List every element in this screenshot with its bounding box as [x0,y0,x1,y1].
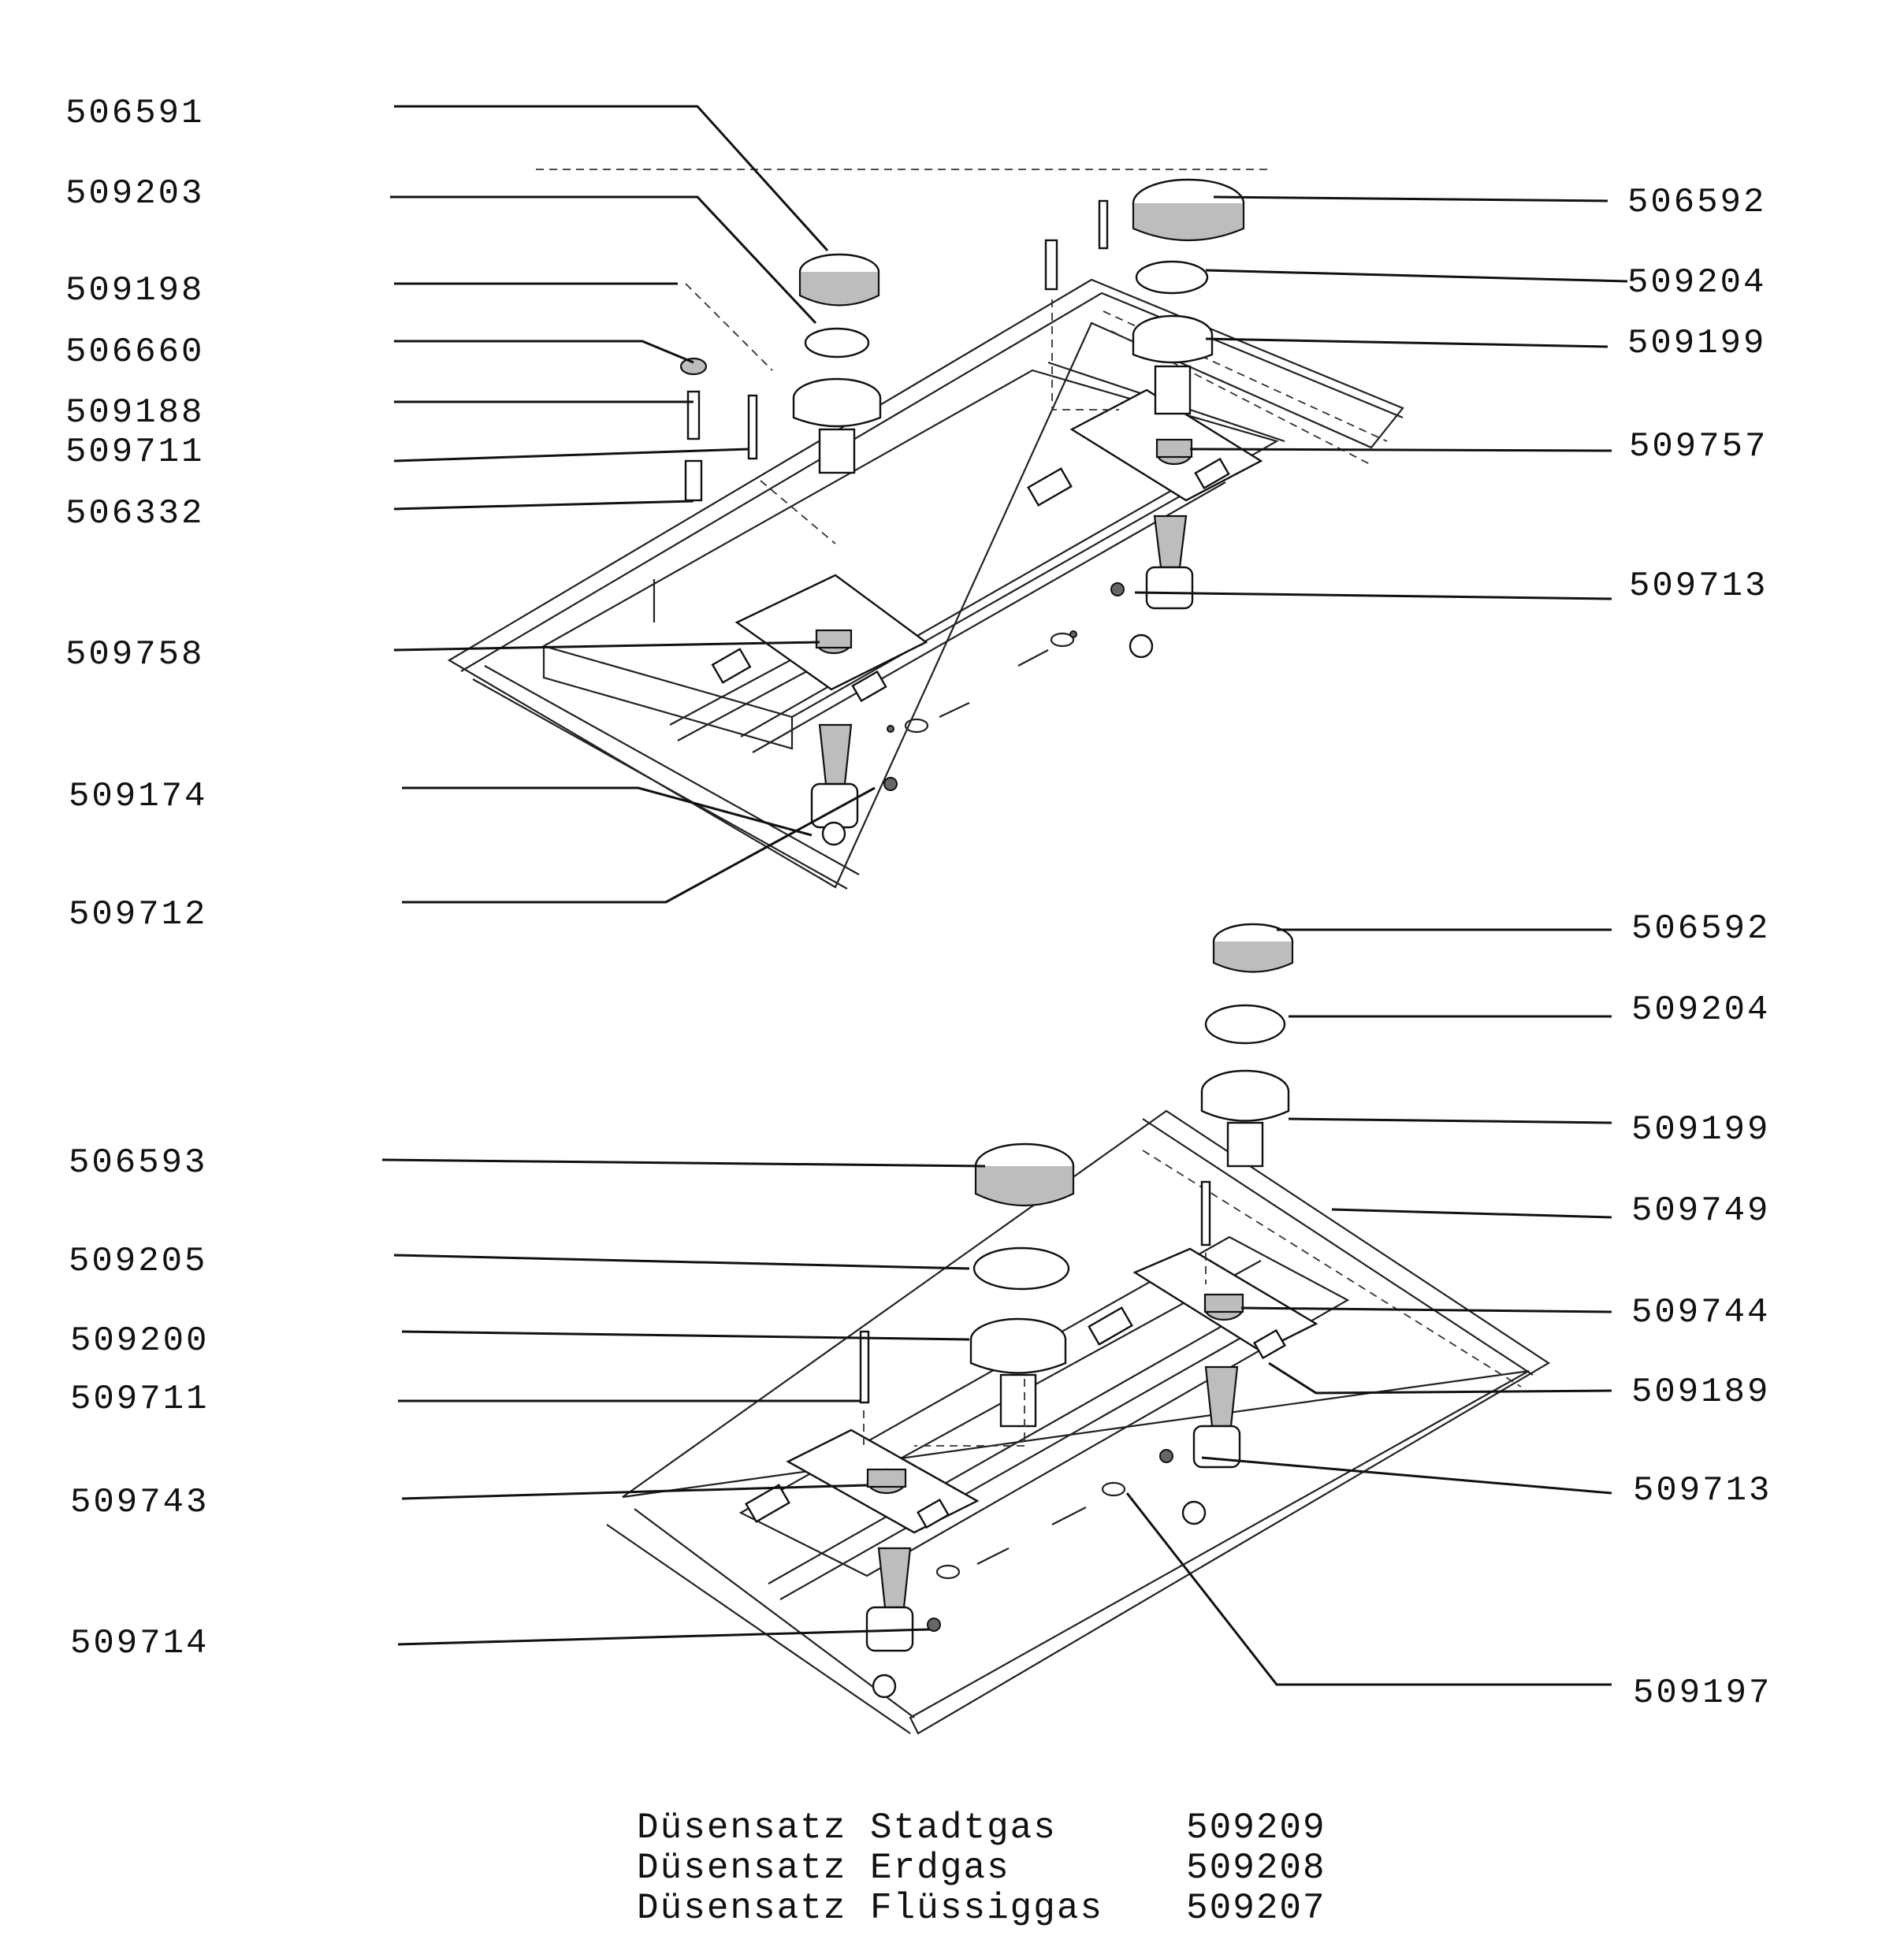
bottom-inner-tray [738,1235,1350,1577]
labels-left-top: 506591 509203 509198 506660 509188 50971… [65,94,207,934]
part-label: 509189 [1631,1373,1770,1412]
top-assembly [447,169,1404,890]
nozzle-set-name: Düsensatz Stadtgas [637,1807,1057,1848]
part-label: 506591 [65,94,204,133]
part-label: 509749 [1631,1191,1770,1231]
part-label: 509188 [65,393,204,433]
part-label: 509713 [1629,567,1768,606]
labels-right-top: 506592 509204 509199 509757 509713 [1627,183,1768,606]
part-label: 509711 [70,1380,209,1419]
part-label: 509744 [1631,1293,1770,1332]
leader-lines [381,105,1628,1686]
part-label: 509758 [65,635,204,674]
nozzle-set-name: Düsensatz Flüssiggas [637,1888,1103,1929]
part-label: 509714 [70,1624,209,1663]
part-label: 509199 [1627,324,1766,363]
part-label: 509743 [70,1483,209,1522]
part-label: 509712 [69,895,207,934]
part-label: 509713 [1633,1471,1772,1510]
part-label: 506593 [69,1143,207,1183]
part-label: 506332 [65,494,204,533]
part-label: 509200 [70,1321,209,1361]
top-inner-tray [541,369,1279,719]
top-frame-outline [447,278,1404,889]
nozzle-set-number: 509207 [1186,1888,1326,1929]
nozzle-set-number: 509208 [1186,1848,1326,1889]
part-label: 509711 [65,433,204,472]
part-label: 509757 [1629,427,1768,466]
part-label: 509204 [1631,990,1770,1030]
nozzle-set-number: 509209 [1186,1807,1326,1848]
part-label: 509203 [65,174,204,214]
part-label: 506592 [1627,183,1766,222]
labels-right-bottom: 506592 509204 509199 509749 509744 50918… [1631,909,1772,1713]
part-label: 506592 [1631,909,1770,949]
part-label: 509205 [69,1242,207,1281]
part-label: 509204 [1627,263,1766,303]
part-label: 509198 [65,271,204,310]
labels-left-bottom: 506593 509205 509200 509711 509743 50971… [69,1143,209,1663]
nozzle-set-legend: Düsensatz Stadtgas 509209 Düsensatz Erdg… [637,1807,1326,1929]
part-label: 506660 [65,333,204,372]
part-label: 509199 [1631,1110,1770,1150]
bottom-frame-outline [622,1109,1551,1735]
nozzle-set-name: Düsensatz Erdgas [637,1848,1010,1889]
part-label: 509174 [69,777,207,816]
part-label: 509197 [1633,1674,1772,1713]
bottom-assembly [606,923,1551,1735]
